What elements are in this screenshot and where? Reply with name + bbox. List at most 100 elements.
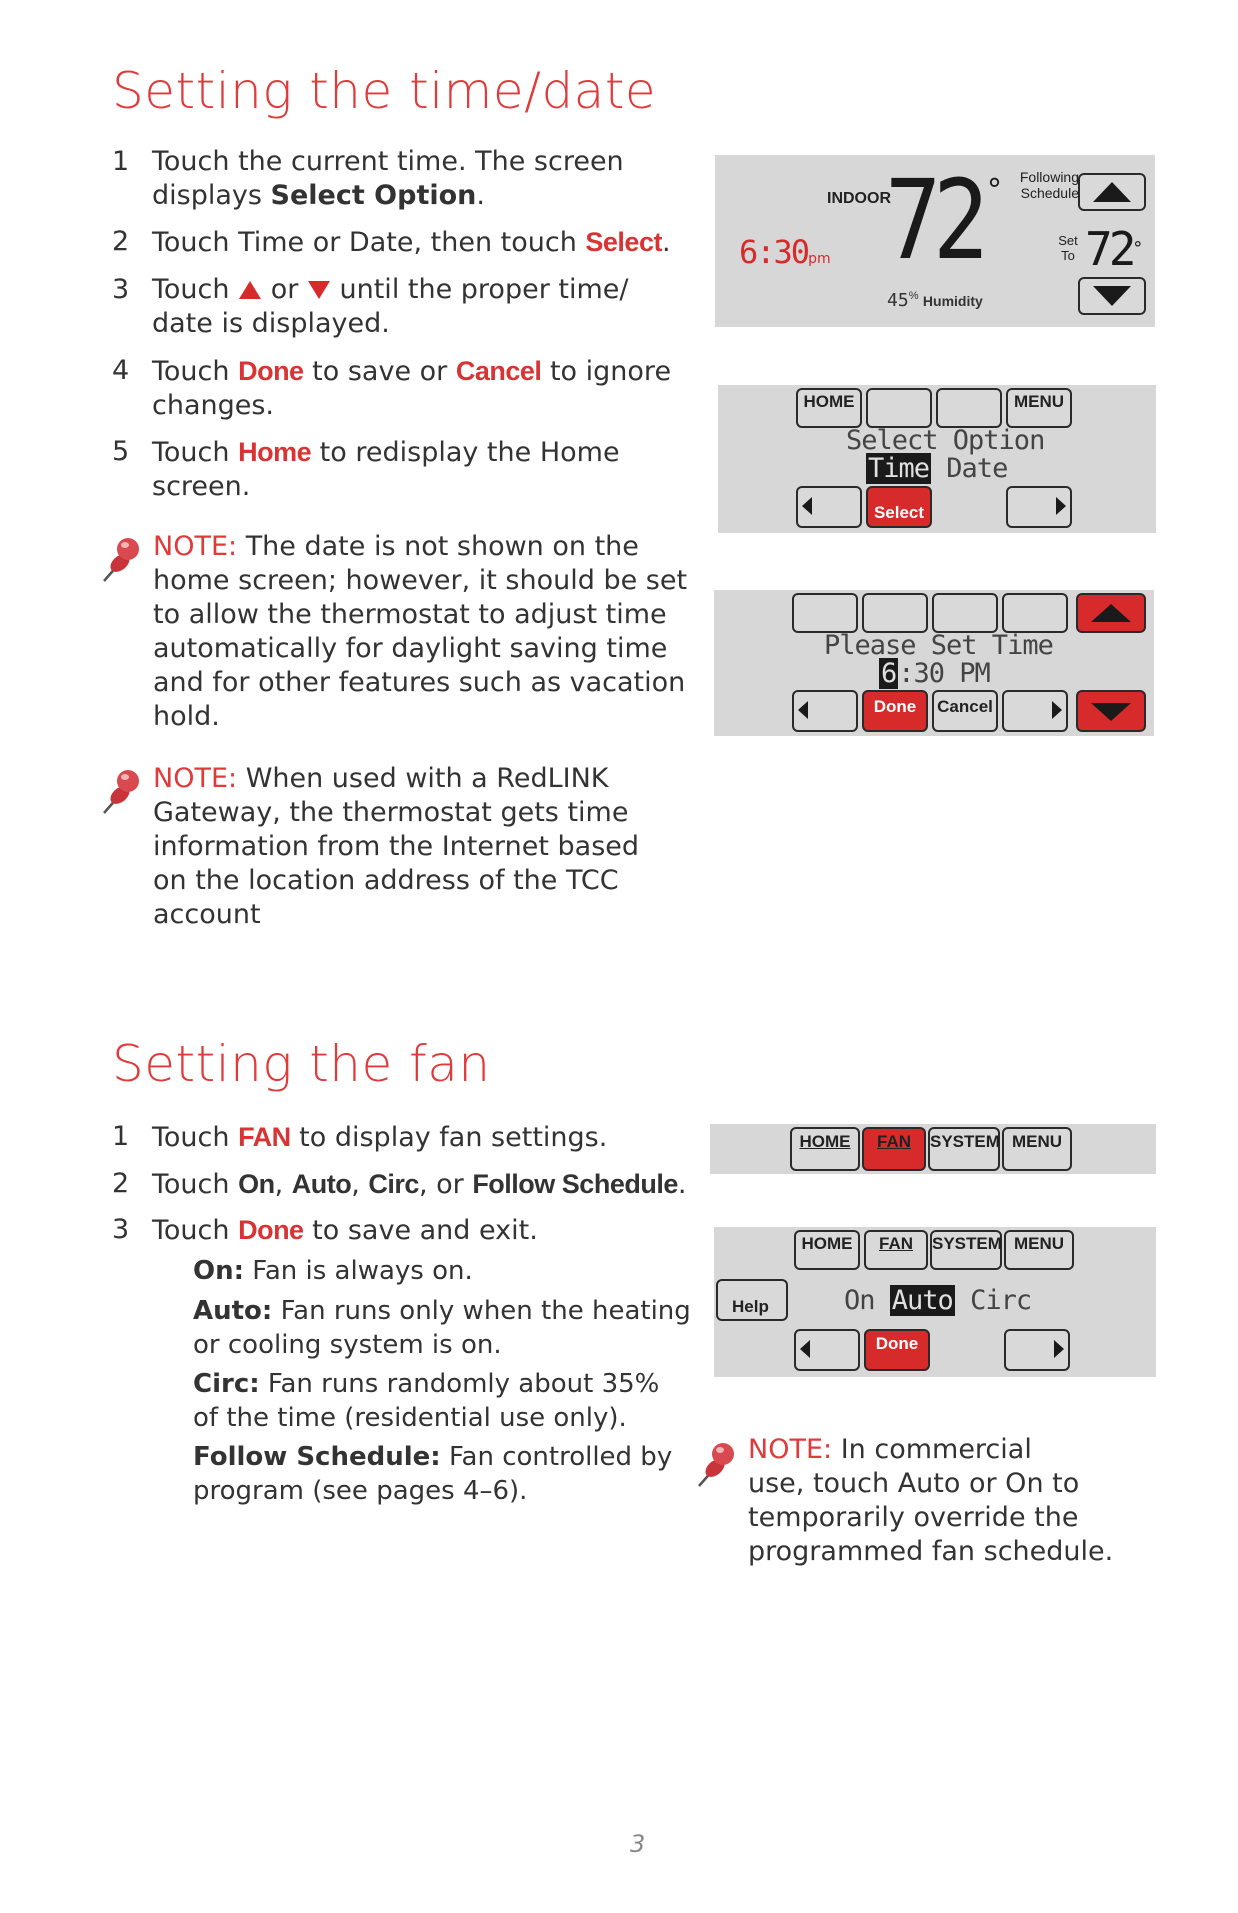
step-text-part: to save and exit. xyxy=(303,1215,538,1246)
down-arrow-icon xyxy=(1093,286,1131,306)
left-arrow-button[interactable] xyxy=(794,1329,860,1371)
select-label: Select xyxy=(873,503,925,522)
to-text: To xyxy=(1061,248,1075,263)
note-redlink: NOTE: When used with a RedLINK Gateway, … xyxy=(153,762,693,932)
left-arrow-button[interactable] xyxy=(792,690,858,732)
current-time[interactable]: 6:30pm xyxy=(739,233,831,271)
step-number: 1 xyxy=(112,1121,130,1152)
def-text: Fan controlled by xyxy=(440,1442,673,1472)
note-line: home screen; however, it should be set xyxy=(153,565,688,596)
right-arrow-button[interactable] xyxy=(1002,690,1068,732)
right-arrow-button[interactable] xyxy=(1004,1329,1070,1371)
step-text: Touch Done to save and exit. xyxy=(152,1213,538,1248)
step-number: 3 xyxy=(112,274,130,305)
fan-def-on: On: Fan is always on. xyxy=(193,1254,693,1288)
fan-button[interactable]: FAN xyxy=(864,1230,928,1270)
following-text: Following xyxy=(1019,169,1079,185)
punct: , or xyxy=(418,1169,473,1200)
right-arrow-icon xyxy=(1052,701,1062,719)
fan-button[interactable]: FAN xyxy=(862,1127,926,1171)
up-arrow-button[interactable] xyxy=(1076,593,1146,633)
def-text: Fan is always on. xyxy=(244,1256,473,1286)
note-line: temporarily override the xyxy=(748,1502,1079,1533)
blank-button[interactable] xyxy=(936,388,1002,428)
down-arrow-button[interactable] xyxy=(1076,690,1146,732)
indoor-label: INDOOR xyxy=(827,190,891,207)
blank-button[interactable] xyxy=(932,593,998,633)
right-arrow-icon xyxy=(1056,497,1066,515)
step-text: Touch or until the proper time/ date is … xyxy=(152,273,628,341)
step-text-line: screen. xyxy=(152,471,251,502)
step-text-part: to display fan settings. xyxy=(290,1122,608,1153)
humidity-value: 45 xyxy=(887,290,909,311)
step-text-part: to redisplay the Home xyxy=(311,437,620,468)
thermostat-set-time-screen: Please Set Time 6:30 PM Done Cancel xyxy=(714,590,1154,736)
home-button[interactable]: HOME xyxy=(790,1127,860,1171)
section-title-time-date: Setting the time/date xyxy=(112,62,657,120)
done-button[interactable]: Done xyxy=(862,690,928,732)
note-line: When used with a RedLINK xyxy=(237,763,609,794)
system-button[interactable]: SYSTEM xyxy=(928,1127,1000,1171)
home-button[interactable]: HOME xyxy=(794,1230,860,1270)
blank-button[interactable] xyxy=(792,593,858,633)
section-title-fan: Setting the fan xyxy=(112,1035,491,1093)
lcd-options: Time Date xyxy=(866,453,1008,484)
help-button[interactable]: Help xyxy=(716,1279,788,1321)
left-arrow-icon xyxy=(800,1340,810,1358)
done-button[interactable]: Done xyxy=(864,1329,930,1371)
temp-down-button[interactable] xyxy=(1078,277,1146,315)
select-button[interactable]: Select xyxy=(866,486,932,528)
step-text: Touch On, Auto, Circ, or Follow Schedule… xyxy=(152,1167,686,1202)
step-text-part: to save or xyxy=(303,356,456,387)
system-button[interactable]: SYSTEM xyxy=(930,1230,1002,1270)
blank-button[interactable] xyxy=(862,593,928,633)
option-on[interactable]: On xyxy=(844,1285,876,1316)
step-text: Touch FAN to display fan settings. xyxy=(152,1120,607,1155)
option-time[interactable]: Time xyxy=(866,453,932,484)
temp-up-button[interactable] xyxy=(1078,173,1146,211)
step-text-line: displays xyxy=(152,180,271,211)
time-ampm: pm xyxy=(808,251,831,267)
blank-button[interactable] xyxy=(866,388,932,428)
step-number: 2 xyxy=(112,1168,130,1199)
punct: , xyxy=(351,1169,369,1200)
note-line: In commercial xyxy=(832,1434,1032,1465)
degree-symbol: ° xyxy=(987,173,1002,208)
def-text: program (see pages 4–6). xyxy=(193,1476,528,1506)
note-label: NOTE: xyxy=(153,763,238,794)
help-label: Help xyxy=(732,1297,769,1316)
punct: . xyxy=(677,1169,687,1200)
option-circ[interactable]: Circ xyxy=(970,1285,1032,1316)
step-text-part: Touch Time or Date, then touch xyxy=(152,227,586,258)
step-text-part: Touch xyxy=(152,1169,239,1200)
option-auto[interactable]: Auto xyxy=(889,1285,955,1316)
right-arrow-button[interactable] xyxy=(1006,486,1072,528)
up-arrow-icon xyxy=(1093,182,1131,202)
step-text-part: until the proper time/ xyxy=(339,274,629,305)
step-text-line: changes. xyxy=(152,390,275,421)
right-arrow-icon xyxy=(1054,1340,1064,1358)
menu-button[interactable]: MENU xyxy=(1004,1230,1074,1270)
left-arrow-button[interactable] xyxy=(796,486,862,528)
note-date: NOTE: The date is not shown on the home … xyxy=(153,530,693,734)
step-text-part: to ignore xyxy=(541,356,672,387)
cancel-term: Cancel xyxy=(455,356,542,386)
step-4: 4 Touch Done to save or Cancel to ignore… xyxy=(112,354,712,424)
thermostat-select-option-screen: HOME MENU Select Option Time Date Select xyxy=(718,385,1156,533)
punct: , xyxy=(274,1169,292,1200)
thermostat-nav-bar: HOME FAN SYSTEM MENU xyxy=(710,1124,1156,1174)
home-button[interactable]: HOME xyxy=(796,388,862,428)
cancel-button[interactable]: Cancel xyxy=(932,690,998,732)
option-date[interactable]: Date xyxy=(946,453,1008,484)
fan-options: On Auto Circ xyxy=(844,1285,1032,1316)
blank-button[interactable] xyxy=(1002,593,1068,633)
menu-button[interactable]: MENU xyxy=(1002,1127,1072,1171)
hour-digit[interactable]: 6 xyxy=(879,658,899,689)
def-text: of the time (residential use only). xyxy=(193,1403,627,1433)
note-line: on the location address of the TCC xyxy=(153,865,619,896)
menu-button[interactable]: MENU xyxy=(1006,388,1072,428)
